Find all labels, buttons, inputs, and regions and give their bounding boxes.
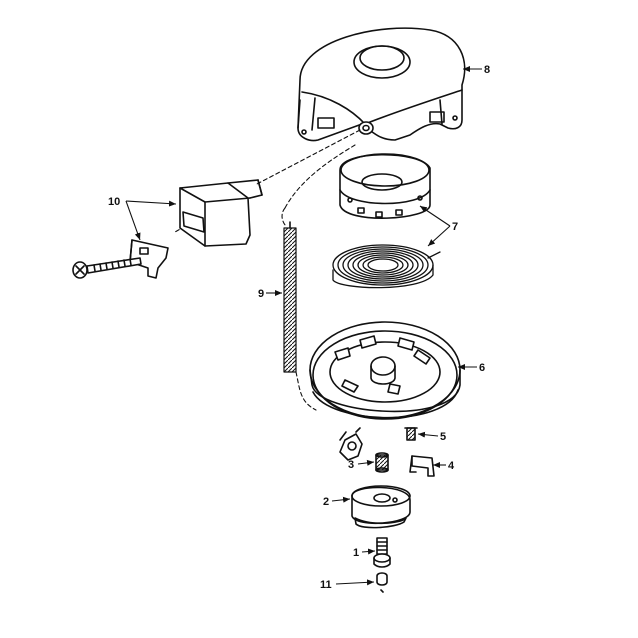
callout-5: 5 xyxy=(440,431,446,443)
handle-screw xyxy=(72,257,142,279)
rope-guide-line xyxy=(281,207,287,227)
callout-2: 2 xyxy=(323,496,329,508)
starter-pulley xyxy=(309,321,461,420)
leader-1 xyxy=(361,548,376,555)
pawl-spring xyxy=(404,427,418,441)
callout-1: 1 xyxy=(353,547,359,559)
washer xyxy=(376,572,388,593)
callout-9: 9 xyxy=(258,288,264,300)
callout-3: 3 xyxy=(348,459,354,471)
starter-housing xyxy=(297,27,466,142)
callout-7: 7 xyxy=(452,221,458,233)
leader-3 xyxy=(357,459,375,466)
leader-10b xyxy=(125,200,141,241)
starter-rope xyxy=(283,221,297,373)
recoil-spring xyxy=(332,244,441,289)
rope-guide-line xyxy=(284,144,356,209)
leader-10a xyxy=(125,200,177,207)
callout-8: 8 xyxy=(484,64,490,76)
rope-guide-line xyxy=(254,129,361,186)
callout-4: 4 xyxy=(448,460,455,472)
brake-retainer xyxy=(351,485,411,529)
retainer-pawl xyxy=(339,427,363,461)
callout-10: 10 xyxy=(108,196,120,208)
callout-6: 6 xyxy=(479,362,485,374)
pawl xyxy=(409,455,435,477)
leader-5 xyxy=(417,431,439,438)
leader-2 xyxy=(331,496,351,503)
compression-spring xyxy=(375,452,389,473)
center-screw xyxy=(373,537,391,568)
leader-lines xyxy=(125,66,482,586)
rope-guide-line xyxy=(295,371,317,411)
spring-cup xyxy=(339,153,431,219)
leader-11 xyxy=(335,579,375,586)
starter-handle xyxy=(179,179,263,247)
callout-11: 11 xyxy=(320,579,332,591)
leader-7b xyxy=(427,225,451,247)
leader-7a xyxy=(419,205,451,227)
